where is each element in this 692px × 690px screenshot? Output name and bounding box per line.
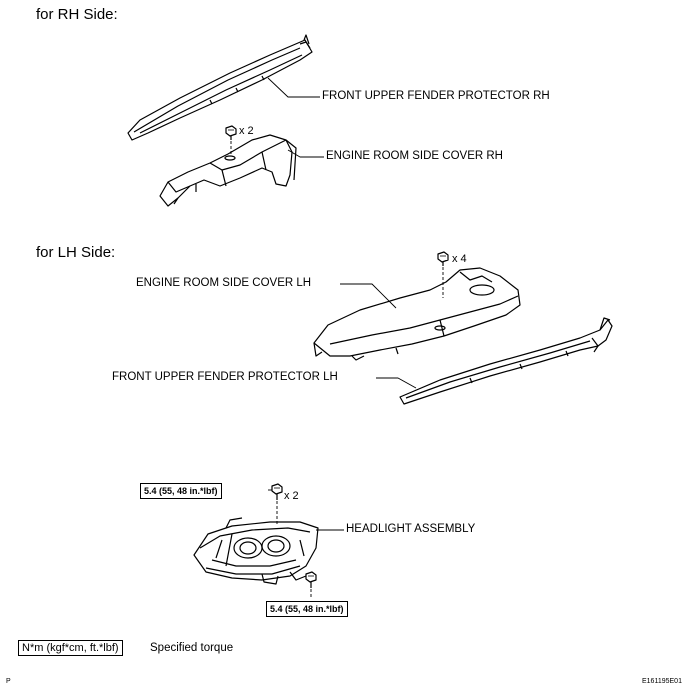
clip-rh-qty: x 2 <box>239 125 254 137</box>
torque-spec-lower: 5.4 (55, 48 in.*lbf) <box>266 601 348 617</box>
front-upper-fender-protector-rh <box>127 34 313 141</box>
legend-torque-box: N*m (kgf*cm, ft.*lbf) <box>18 640 123 656</box>
engine-room-side-cover-rh <box>159 134 297 207</box>
bolt-icon <box>271 483 283 500</box>
legend-description: Specified torque <box>150 642 234 654</box>
cover-lh-label: ENGINE ROOM SIDE COVER LH <box>136 277 312 289</box>
fender-rh-leader <box>267 77 320 98</box>
lh-side-heading: for LH Side: <box>36 244 116 261</box>
clip-icon <box>225 125 237 140</box>
headlight-label: HEADLIGHT ASSEMBLY <box>346 523 476 535</box>
cover-rh-label: ENGINE ROOM SIDE COVER RH <box>326 150 503 162</box>
bolt-icon <box>305 571 317 588</box>
cover-rh-leader <box>287 149 324 158</box>
rh-side-heading: for RH Side: <box>36 6 118 23</box>
bolt-qty: x 2 <box>284 490 299 502</box>
clip-lh-qty: x 4 <box>452 253 467 265</box>
fender-lh-leader <box>376 377 417 389</box>
cover-lh-leader <box>340 283 397 309</box>
clip-icon <box>437 251 449 266</box>
engine-room-side-cover-lh <box>313 267 521 361</box>
figure-code: E161195E01 <box>642 678 682 685</box>
front-upper-fender-protector-lh <box>399 317 613 405</box>
headlight-assembly <box>193 517 319 585</box>
fender-rh-label: FRONT UPPER FENDER PROTECTOR RH <box>322 90 550 102</box>
torque-spec-upper: 5.4 (55, 48 in.*lbf) <box>140 483 222 499</box>
page-marker: P <box>6 678 11 685</box>
fender-lh-label: FRONT UPPER FENDER PROTECTOR LH <box>112 371 338 383</box>
